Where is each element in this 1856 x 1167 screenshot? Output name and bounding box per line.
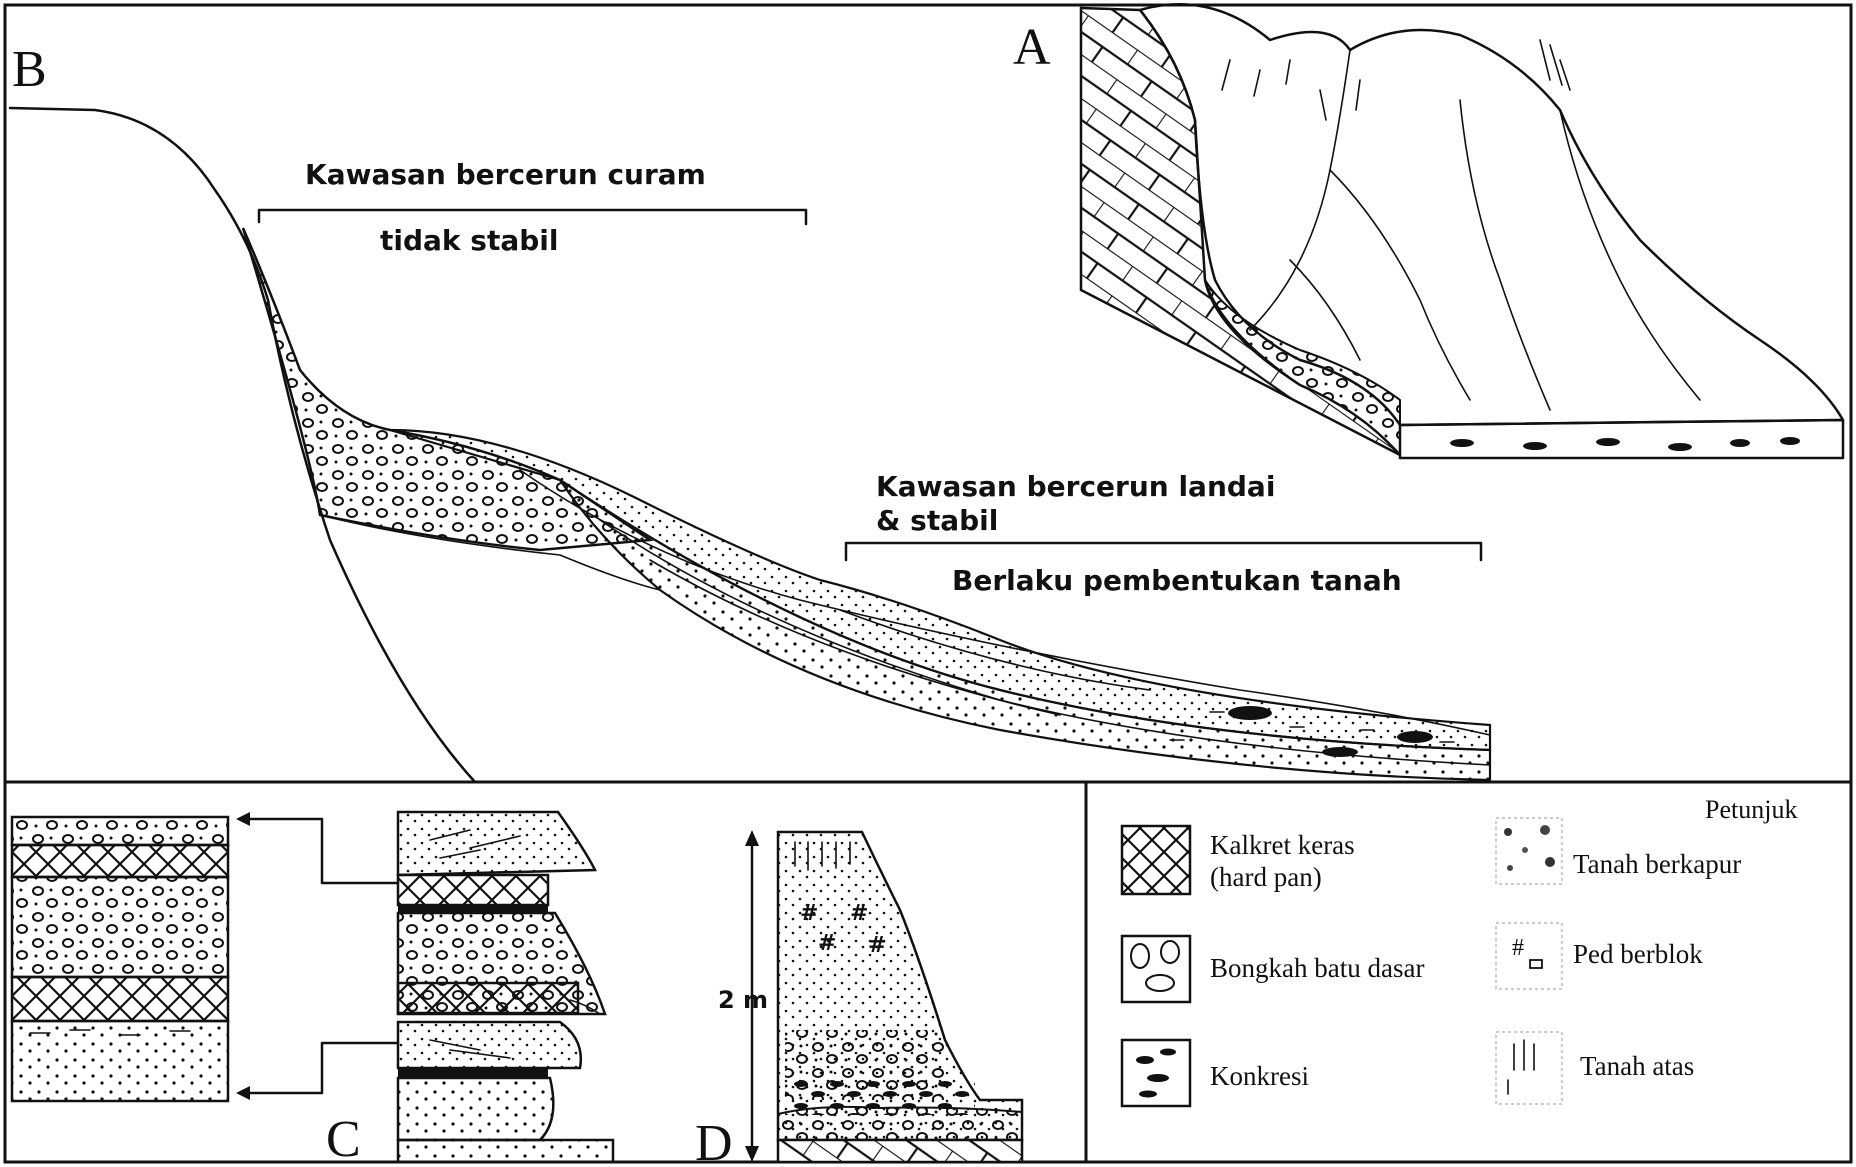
svg-text:#: # <box>800 901 818 926</box>
svg-text:#: # <box>818 931 836 956</box>
legend-topsoil-icon <box>1496 1032 1562 1104</box>
column-c2-top-block <box>398 812 595 875</box>
svg-text:#: # <box>850 901 868 926</box>
legend-hardpan-swatch <box>1122 826 1190 894</box>
panel-a: A <box>1013 4 1843 458</box>
hill-drainage-line <box>1290 260 1360 360</box>
column-c2-base-slab <box>398 1140 613 1162</box>
panel-d: D 2 m ## ## <box>695 830 1022 1167</box>
legend-title: Petunjuk <box>1705 795 1797 824</box>
profile-bedrock <box>778 1140 1022 1162</box>
column-c-layer-gravel-top <box>12 817 228 845</box>
steep-zone-note: tidak stabil <box>380 224 558 257</box>
hill-drainage-line <box>1250 50 1350 330</box>
column-c-layer-hardpan-2 <box>12 977 228 1021</box>
concretion-mark <box>1397 731 1433 743</box>
base-slab-concretions <box>1450 437 1800 451</box>
svg-text:#: # <box>1512 935 1524 961</box>
hill-drainage-line <box>1460 100 1550 410</box>
legend-calcareous-label: Tanah berkapur <box>1573 849 1741 879</box>
scale-arrow-head-bottom <box>745 1146 759 1162</box>
steep-zone-bracket <box>259 210 806 224</box>
column-c-layer-boulders <box>12 877 228 977</box>
legend-concretion-label: Konkresi <box>1210 1061 1309 1091</box>
arrowhead-bottom <box>236 1086 250 1100</box>
arrowhead-top <box>236 812 250 826</box>
gentle-zone-note: Berlaku pembentukan tanah <box>952 564 1402 597</box>
column-c2-hardpan-lower <box>398 983 578 1013</box>
connector-arrow-bottom <box>240 1043 398 1093</box>
column-c2-dark-band-2 <box>398 1068 548 1078</box>
legend-calcareous-icon <box>1496 818 1562 884</box>
gentle-zone-title-line1: Kawasan bercerun landai <box>876 470 1275 503</box>
gentle-zone-bracket <box>846 543 1481 560</box>
svg-text:#: # <box>868 933 886 958</box>
hill-hatch <box>1222 40 1570 120</box>
column-c2-base-block <box>398 1078 553 1140</box>
panel-a-letter: A <box>1013 19 1051 76</box>
legend: Petunjuk # <box>1122 795 1797 1106</box>
concretion-mark <box>1322 747 1358 757</box>
profile-boulder-row <box>778 1107 1022 1140</box>
column-c-layer-hardpan-1 <box>12 845 228 877</box>
panel-d-letter: D <box>695 1115 733 1167</box>
legend-boulders-label: Bongkah batu dasar <box>1210 953 1424 983</box>
scale-label: 2 m <box>718 986 768 1014</box>
gentle-zone-title-line2: & stabil <box>876 504 998 537</box>
panel-b: B Kawasan bercerun curam tidak stabil Ka… <box>10 41 1490 782</box>
panel-b-letter: B <box>12 41 47 98</box>
legend-boulders-swatch <box>1122 936 1190 1002</box>
block-base-slab <box>1400 420 1843 458</box>
hill-drainage-line <box>1330 170 1470 400</box>
steep-zone-title: Kawasan bercerun curam <box>305 158 706 191</box>
legend-hardpan-label-line1: Kalkret keras <box>1210 830 1355 860</box>
legend-blocky-ped-icon: # <box>1496 923 1562 989</box>
connector-arrow-top <box>240 819 398 883</box>
column-c2-lower-block <box>398 1022 581 1068</box>
legend-hardpan-label-line2: (hard pan) <box>1210 862 1322 892</box>
legend-concretion-swatch <box>1122 1040 1190 1106</box>
scale-arrow-head-top <box>745 830 759 846</box>
legend-topsoil-label: Tanah atas <box>1580 1051 1694 1081</box>
panel-c: C <box>12 812 613 1167</box>
legend-blocky-ped-label: Ped berblok <box>1573 939 1703 969</box>
panel-c-letter: C <box>326 1111 361 1167</box>
column-c2-hardpan-upper <box>398 875 548 905</box>
concretion-mark <box>1228 706 1272 720</box>
